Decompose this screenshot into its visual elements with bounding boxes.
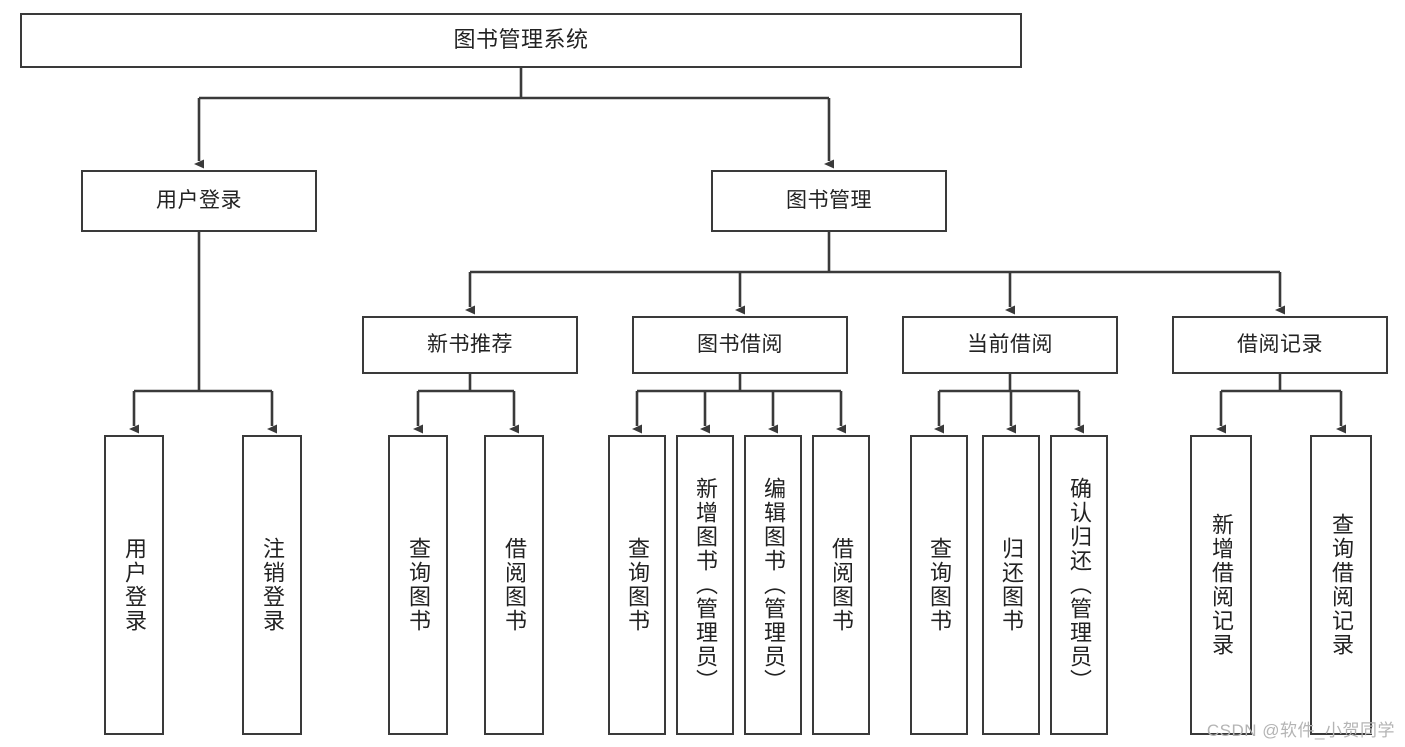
- node-leaf-query-book-1[interactable]: 查询图书: [388, 435, 448, 735]
- node-book-manage[interactable]: 图书管理: [711, 170, 947, 232]
- node-root[interactable]: 图书管理系统: [20, 13, 1022, 68]
- connector-lines: [129, 68, 1346, 434]
- node-borrow-record-label: 借阅记录: [1237, 333, 1323, 357]
- node-leaf-borrow-book-1-label: 借阅图书: [501, 537, 527, 633]
- node-leaf-add-book-label: 新增图书（管理员）: [692, 477, 718, 693]
- node-book-borrow-label: 图书借阅: [697, 333, 783, 357]
- node-leaf-user-login[interactable]: 用户登录: [104, 435, 164, 735]
- node-leaf-add-record[interactable]: 新增借阅记录: [1190, 435, 1252, 735]
- node-leaf-edit-book[interactable]: 编辑图书（管理员）: [744, 435, 802, 735]
- node-user-login-label: 用户登录: [156, 189, 242, 213]
- watermark-text: CSDN @软件_小贺同学: [1206, 721, 1395, 740]
- node-leaf-confirm-return-label: 确认归还（管理员）: [1066, 477, 1092, 693]
- node-leaf-borrow-book-1[interactable]: 借阅图书: [484, 435, 544, 735]
- node-new-book-recommend[interactable]: 新书推荐: [362, 316, 578, 374]
- node-borrow-record[interactable]: 借阅记录: [1172, 316, 1388, 374]
- node-current-borrow[interactable]: 当前借阅: [902, 316, 1118, 374]
- node-leaf-borrow-book-2[interactable]: 借阅图书: [812, 435, 870, 735]
- node-user-login[interactable]: 用户登录: [81, 170, 317, 232]
- node-leaf-return-book[interactable]: 归还图书: [982, 435, 1040, 735]
- node-leaf-return-book-label: 归还图书: [998, 537, 1024, 633]
- node-leaf-logout-label: 注销登录: [259, 537, 285, 633]
- node-leaf-query-record[interactable]: 查询借阅记录: [1310, 435, 1372, 735]
- node-new-book-recommend-label: 新书推荐: [427, 333, 513, 357]
- node-leaf-query-book-3[interactable]: 查询图书: [910, 435, 968, 735]
- node-leaf-borrow-book-2-label: 借阅图书: [828, 537, 854, 633]
- node-leaf-query-record-label: 查询借阅记录: [1328, 513, 1354, 657]
- node-leaf-user-login-label: 用户登录: [121, 537, 147, 633]
- node-leaf-logout[interactable]: 注销登录: [242, 435, 302, 735]
- node-leaf-query-book-2-label: 查询图书: [624, 537, 650, 633]
- node-leaf-confirm-return[interactable]: 确认归还（管理员）: [1050, 435, 1108, 735]
- node-leaf-add-book[interactable]: 新增图书（管理员）: [676, 435, 734, 735]
- node-leaf-add-record-label: 新增借阅记录: [1208, 513, 1234, 657]
- node-leaf-query-book-2[interactable]: 查询图书: [608, 435, 666, 735]
- node-leaf-query-book-1-label: 查询图书: [405, 537, 431, 633]
- node-leaf-query-book-3-label: 查询图书: [926, 537, 952, 633]
- node-leaf-edit-book-label: 编辑图书（管理员）: [760, 477, 786, 693]
- node-current-borrow-label: 当前借阅: [967, 333, 1053, 357]
- node-book-borrow[interactable]: 图书借阅: [632, 316, 848, 374]
- node-book-manage-label: 图书管理: [786, 189, 872, 213]
- node-root-label: 图书管理系统: [453, 27, 589, 53]
